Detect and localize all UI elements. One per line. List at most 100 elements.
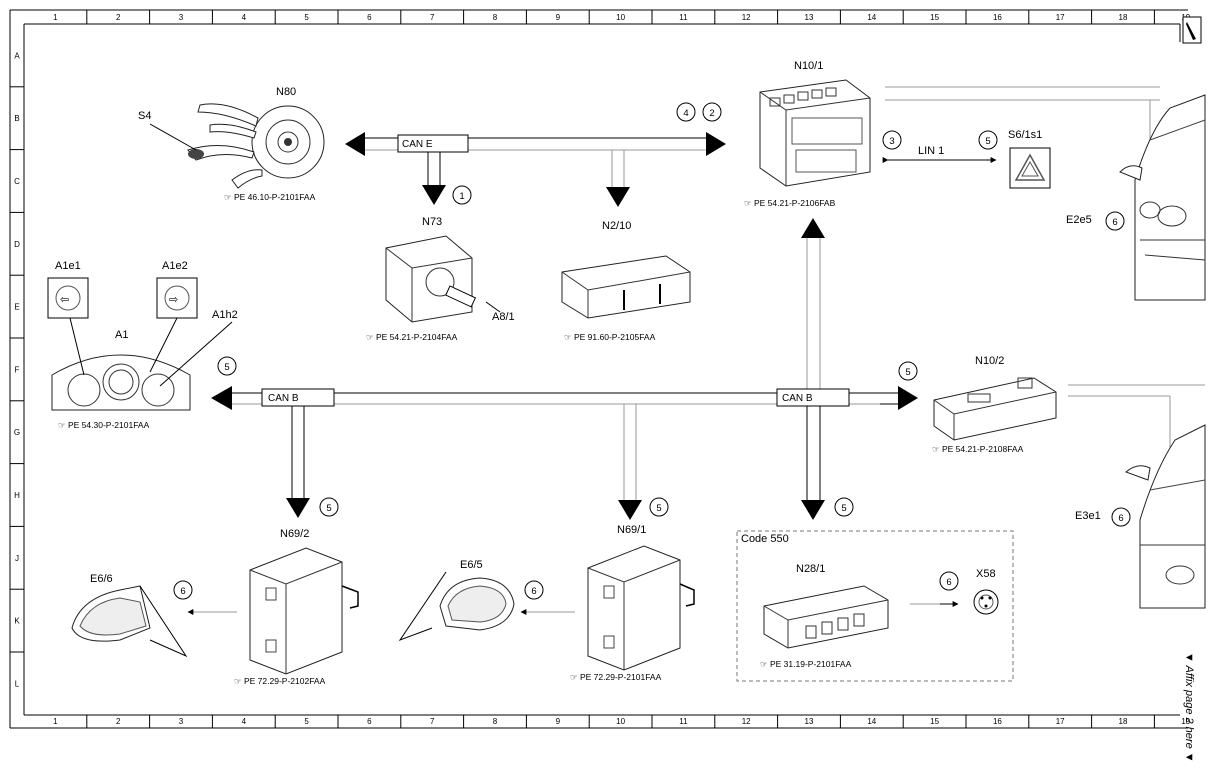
svg-text:5: 5 — [224, 362, 229, 373]
column-number: 19 — [1181, 717, 1190, 726]
n80-steering-column-module: N80 S4 ☞ PE 46.10-P-2101FAA — [138, 86, 325, 202]
n10-1-sam-module: N10/1 ☞ PE 54.21-P-2106FAB — [744, 60, 871, 208]
marker-6-e3e1: 6 — [1111, 507, 1131, 527]
e6-5-label: E6/5 — [460, 559, 483, 571]
a1h2-label: A1h2 — [212, 309, 238, 321]
n80-label: N80 — [276, 86, 296, 98]
column-number: 11 — [679, 13, 688, 22]
column-number: 13 — [805, 13, 814, 22]
column-number: 7 — [430, 717, 435, 726]
n69-2-ref: ☞ PE 72.29-P-2102FAA — [234, 676, 326, 686]
row-letter: K — [14, 617, 20, 626]
can-b-right-label: CAN B — [782, 393, 813, 404]
circled-markers: 1 4 2 3 5 6 5 5 5 5 5 6 6 6 6 — [173, 102, 1131, 600]
e3e1-rear-lamp: E3e1 — [1075, 424, 1206, 609]
column-number: 7 — [430, 13, 435, 22]
n2-10-ref: ☞ PE 91.60-P-2105FAA — [564, 332, 656, 342]
n10-1-ref: ☞ PE 54.21-P-2106FAB — [744, 198, 836, 208]
column-number: 4 — [242, 717, 247, 726]
row-letter: B — [14, 114, 19, 123]
marker-5-lin: 5 — [978, 130, 998, 150]
affix-page-note: ▼ Affix page 2 here ▼ — [1183, 652, 1195, 763]
a1-label: A1 — [115, 329, 128, 341]
column-number: 16 — [993, 717, 1002, 726]
column-number: 1 — [53, 717, 58, 726]
svg-text:1: 1 — [459, 191, 464, 202]
column-number: 16 — [993, 13, 1002, 22]
a1-ref: ☞ PE 54.30-P-2101FAA — [58, 420, 150, 430]
n28-1-ref: ☞ PE 31.19-P-2101FAA — [760, 659, 852, 669]
row-letter: G — [14, 428, 20, 437]
column-number: 1 — [53, 13, 58, 22]
row-letter: D — [14, 240, 20, 249]
a8-1-label: A8/1 — [492, 311, 515, 323]
column-number: 6 — [367, 717, 372, 726]
marker-5-n69-2: 5 — [319, 497, 339, 517]
n10-1-label: N10/1 — [794, 60, 823, 72]
column-number: 14 — [867, 13, 876, 22]
column-number: 3 — [179, 13, 184, 22]
marker-1: 1 — [452, 185, 472, 205]
marker-5-n28-1: 5 — [834, 497, 854, 517]
column-number: 14 — [867, 717, 876, 726]
column-number: 3 — [179, 717, 184, 726]
row-letter: J — [15, 554, 19, 563]
marker-6-e2e5: 6 — [1105, 211, 1125, 231]
s6-1s1-label: S6/1s1 — [1008, 129, 1042, 141]
row-letter: E — [14, 303, 19, 312]
n73-ignition-switch: N73 A8/1 ☞ PE 54.21-P-2104FAA — [366, 216, 515, 342]
lin-bus: LIN 1 — [882, 145, 997, 163]
n28-1-trailer-module: N28/1 ☞ PE 31.19-P-2101FAA — [760, 563, 889, 669]
n69-1-ref: ☞ PE 72.29-P-2101FAA — [570, 672, 662, 682]
n10-2-label: N10/2 — [975, 355, 1004, 367]
marker-4: 4 — [676, 102, 696, 122]
x58-label: X58 — [976, 568, 996, 580]
column-number: 10 — [616, 717, 625, 726]
n69-1-door-module: N69/1 ☞ PE 72.29-P-2101FAA — [570, 524, 695, 682]
can-e-label: CAN E — [402, 139, 433, 150]
marker-3: 3 — [882, 130, 902, 150]
svg-text:5: 5 — [656, 503, 661, 514]
column-number: 9 — [556, 717, 561, 726]
row-letter: L — [15, 679, 20, 688]
column-number: 17 — [1056, 717, 1065, 726]
n73-label: N73 — [422, 216, 442, 228]
column-number: 8 — [493, 13, 498, 22]
svg-text:3: 3 — [889, 136, 894, 147]
row-letter: C — [14, 177, 20, 186]
svg-text:6: 6 — [946, 577, 951, 588]
column-number: 10 — [616, 13, 625, 22]
n69-2-label: N69/2 — [280, 528, 309, 540]
e6-5-mirror: E6/5 — [398, 559, 515, 642]
marker-6-x58: 6 — [939, 571, 959, 591]
column-number: 2 — [116, 13, 121, 22]
svg-text:4: 4 — [683, 108, 688, 119]
marker-6-e6-5: 6 — [524, 580, 544, 600]
column-number: 9 — [556, 13, 561, 22]
svg-text:5: 5 — [326, 503, 331, 514]
lin-label: LIN 1 — [918, 145, 944, 157]
column-number: 8 — [493, 717, 498, 726]
row-letter: H — [14, 491, 20, 500]
code-550-label: Code 550 — [741, 533, 789, 545]
column-number: 2 — [116, 717, 121, 726]
s4-label: S4 — [138, 110, 151, 122]
column-number: 15 — [930, 13, 939, 22]
code-550-box: Code 550 — [736, 530, 1014, 682]
n10-2-sam-module: N10/2 ☞ PE 54.21-P-2108FAA — [932, 355, 1057, 454]
e3e1-label: E3e1 — [1075, 510, 1101, 522]
e6-6-mirror: E6/6 — [71, 573, 188, 658]
pen-icon — [1186, 22, 1196, 40]
x58-trailer-socket: X58 — [973, 568, 999, 615]
svg-text:6: 6 — [531, 586, 536, 597]
n69-2-door-module: N69/2 ☞ PE 72.29-P-2102FAA — [234, 528, 359, 686]
column-number: 5 — [304, 13, 309, 22]
marker-5-n69-1: 5 — [649, 497, 669, 517]
n2-10-label: N2/10 — [602, 220, 631, 232]
svg-text:6: 6 — [1112, 217, 1117, 228]
svg-text:5: 5 — [905, 367, 910, 378]
can-b-bus: CAN B CAN B — [211, 218, 918, 520]
